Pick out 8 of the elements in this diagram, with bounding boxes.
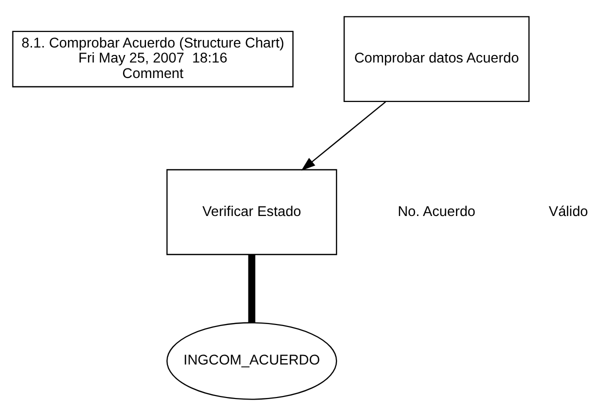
connector [248, 254, 256, 322]
node-box: 8.1. Comprobar Acuerdo (Structure Chart) Fri May 25, 2007 18:16 Comment [12, 30, 294, 87]
arrow [301, 100, 386, 170]
node-box: Verificar Estado [166, 168, 338, 255]
label: Válido [548, 202, 588, 218]
node-ellipse: INGCOM_ACUERDO [166, 322, 338, 400]
node-box: Comprobar datos Acuerdo [344, 16, 530, 102]
label: No. Acuerdo [398, 202, 476, 218]
